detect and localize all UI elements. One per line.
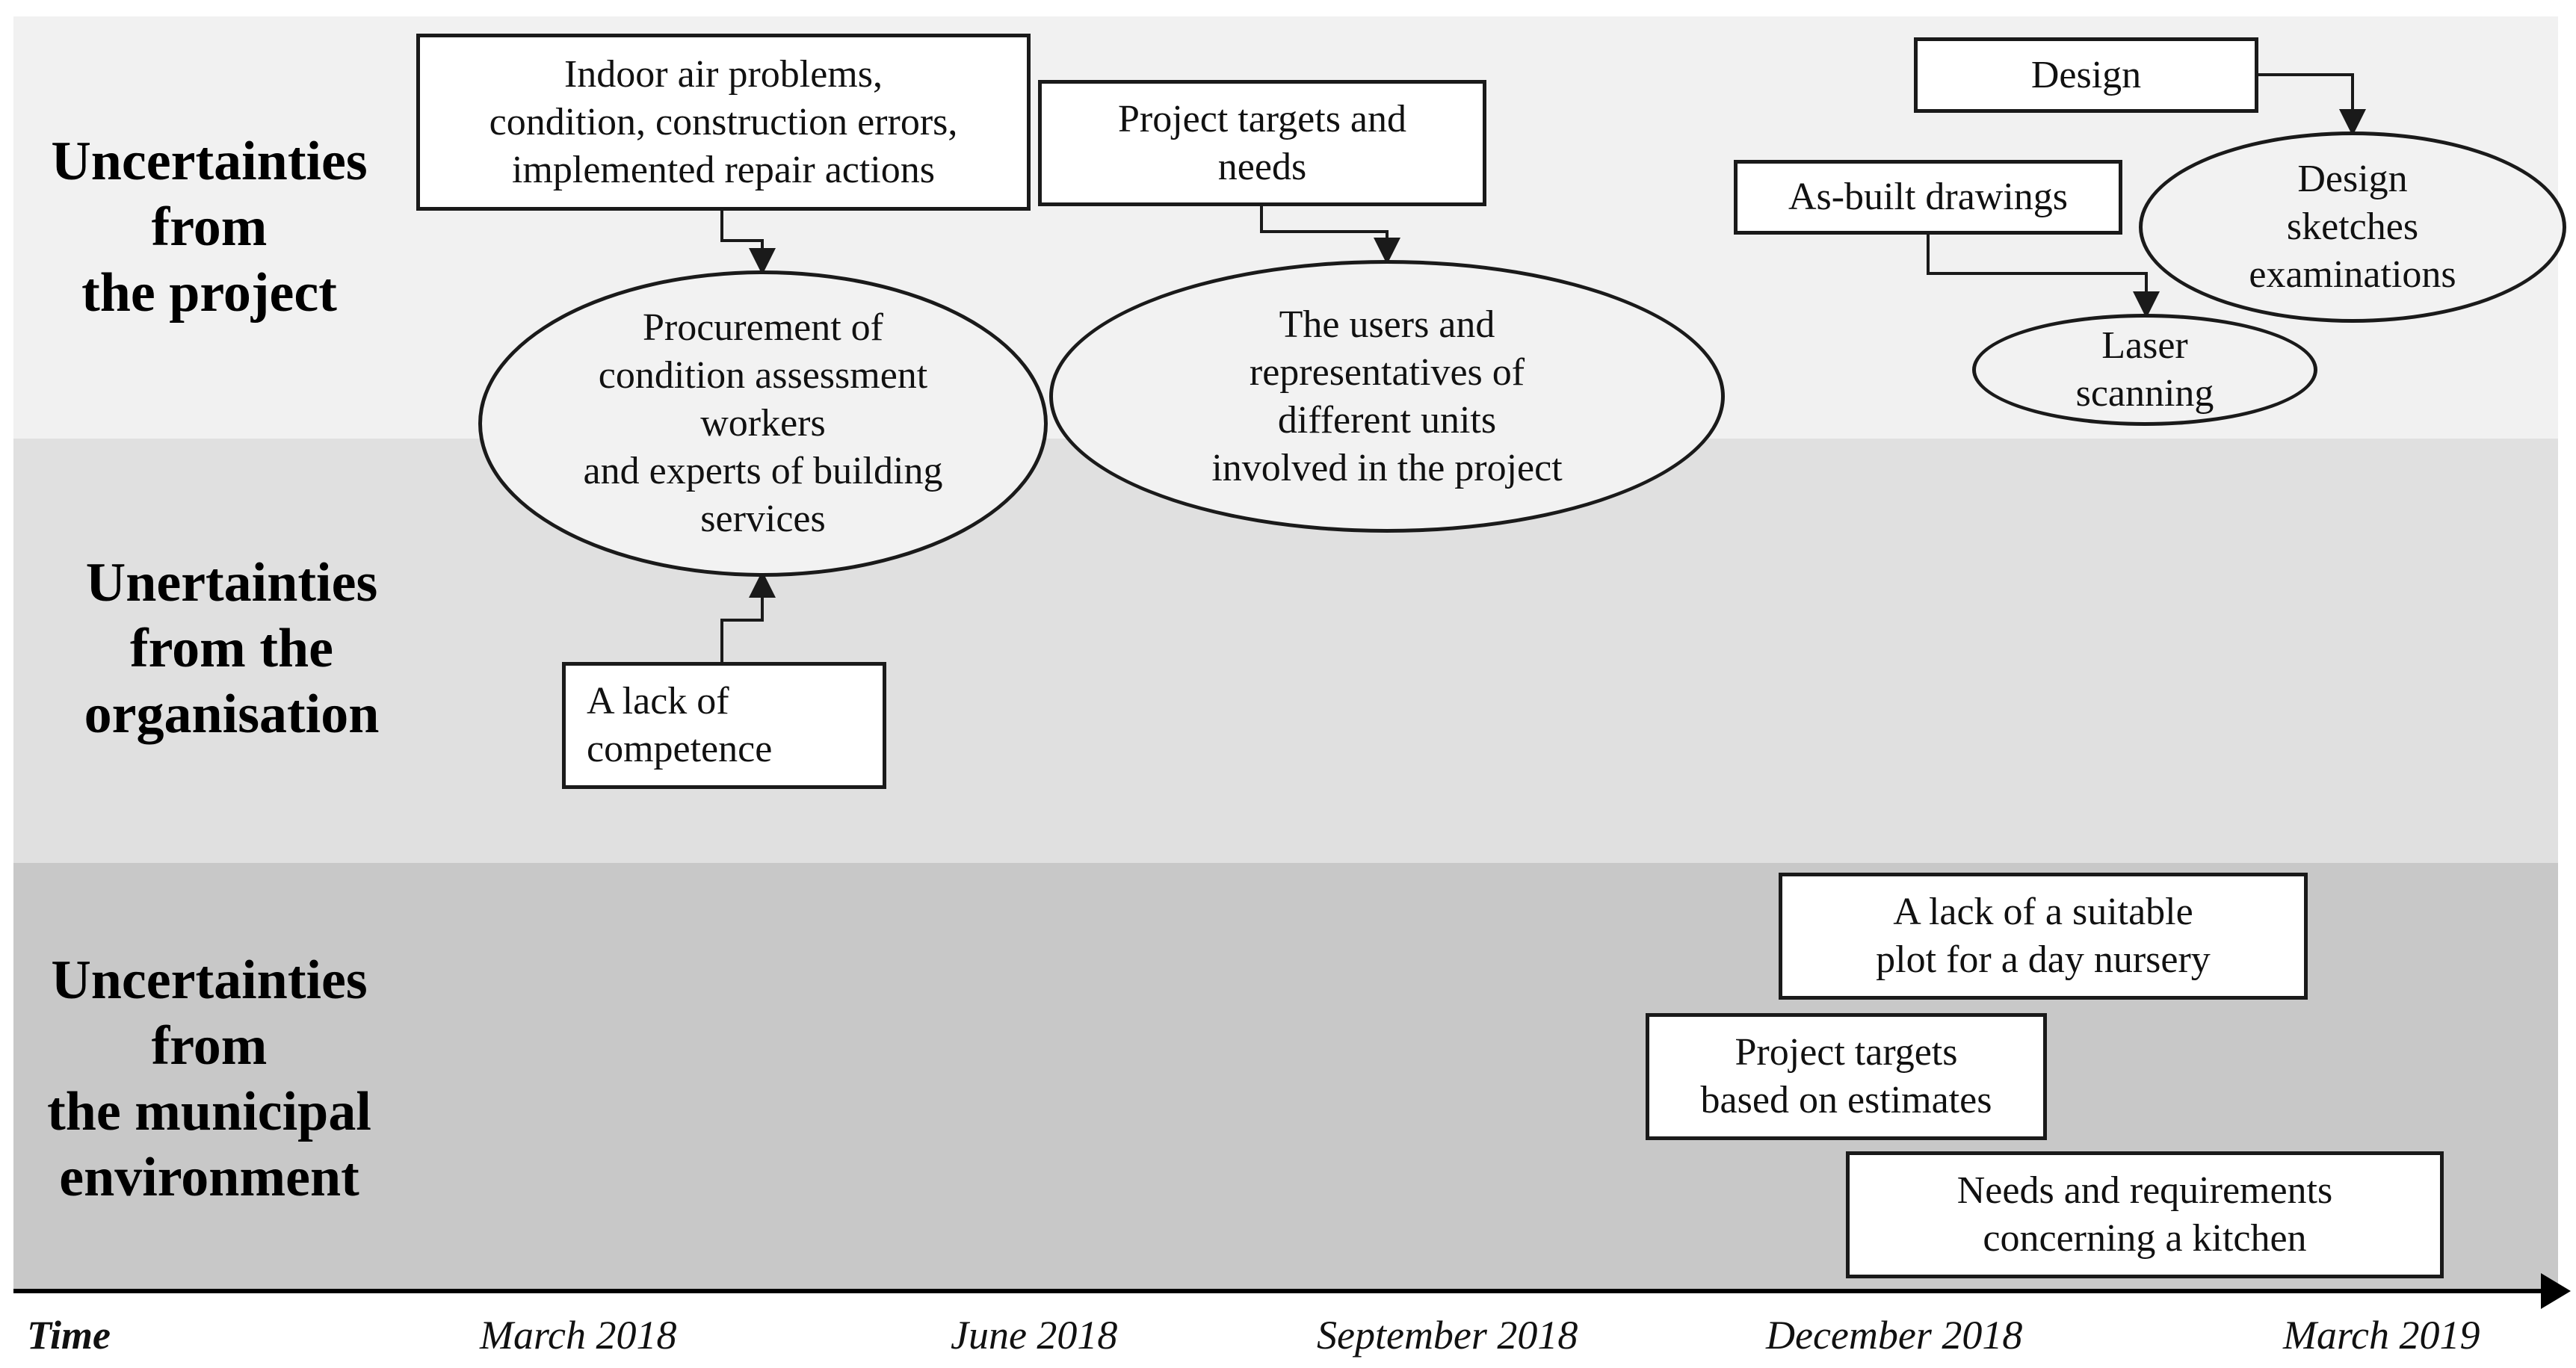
row-label-organisation: Unertainties from the organisation — [84, 552, 380, 745]
node-lack-of-competence: A lack of competence — [562, 662, 886, 789]
connector-asbuilt-to-laser — [1927, 235, 2160, 318]
time-tick-march-2019: March 2019 — [2283, 1313, 2480, 1358]
node-laser-scanning: Laser scanning — [1972, 314, 2317, 426]
time-axis-arrowhead — [2541, 1273, 2571, 1309]
row-label-project: Uncertainties from the project — [51, 131, 368, 324]
node-indoor-air-problems: Indoor air problems, condition, construc… — [416, 34, 1031, 211]
node-as-built-drawings: As-built drawings — [1734, 160, 2122, 235]
node-design-sketches: Design sketches examinations — [2139, 131, 2566, 323]
node-kitchen-needs: Needs and requirements concerning a kitc… — [1846, 1151, 2444, 1278]
node-design: Design — [1914, 37, 2258, 113]
node-lack-of-plot: A lack of a suitable plot for a day nurs… — [1779, 873, 2308, 1000]
connector-design-to-sketches — [2258, 73, 2366, 136]
connector-indoor-air-to-procurement — [720, 211, 776, 275]
time-axis-label: Time — [27, 1313, 111, 1358]
connector-targets-to-users — [1260, 206, 1400, 264]
node-targets-on-estimates: Project targets based on estimates — [1646, 1013, 2047, 1140]
connector-competence-to-procurement — [720, 571, 776, 662]
node-procurement: Procurement of condition assessment work… — [478, 270, 1048, 577]
node-project-targets-needs: Project targets and needs — [1038, 80, 1486, 206]
time-tick-march-2018: March 2018 — [480, 1313, 677, 1358]
time-tick-september-2018: September 2018 — [1317, 1313, 1578, 1358]
row-label-municipal: Uncertainties from the municipal environ… — [47, 950, 371, 1208]
time-tick-december-2018: December 2018 — [1766, 1313, 2023, 1358]
node-users-representatives: The users and representatives of differe… — [1049, 260, 1725, 533]
time-tick-june-2018: June 2018 — [951, 1313, 1118, 1358]
